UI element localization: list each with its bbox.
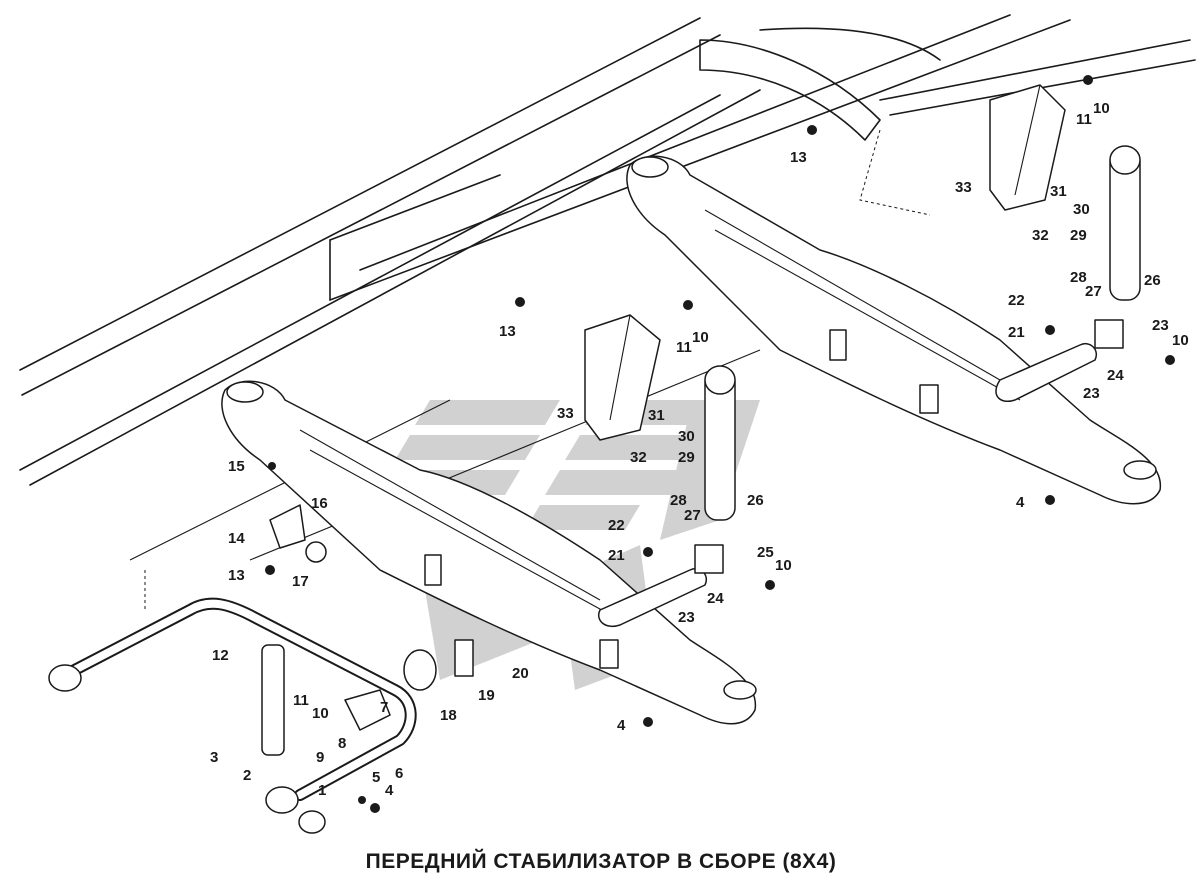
callout-33: 33 xyxy=(955,179,972,196)
callout-32: 32 xyxy=(1032,227,1049,244)
callout-4: 4 xyxy=(385,782,394,799)
callout-14: 14 xyxy=(228,530,245,547)
callout-22: 22 xyxy=(1008,292,1025,309)
callout-11: 11 xyxy=(1076,111,1092,128)
callout-4: 4 xyxy=(1016,494,1025,511)
callout-24: 24 xyxy=(707,590,724,607)
callout-1: 1 xyxy=(318,782,326,799)
callout-27: 27 xyxy=(684,507,701,524)
callout-11: 11 xyxy=(676,339,692,356)
callout-23: 23 xyxy=(1152,317,1169,334)
callout-24: 24 xyxy=(1107,367,1124,384)
callouts: 1 2 3 4 4 4 5 6 7 8 9 10 10 10 10 10 11 … xyxy=(210,100,1189,799)
link-arm-1 xyxy=(598,544,724,627)
front-axle-2 xyxy=(626,155,1161,505)
front-axle-1 xyxy=(221,380,757,725)
callout-10: 10 xyxy=(312,705,329,722)
callout-26: 26 xyxy=(1144,272,1161,289)
callout-5: 5 xyxy=(372,769,380,786)
callout-8: 8 xyxy=(338,735,346,752)
callout-31: 31 xyxy=(648,407,665,424)
callout-21: 21 xyxy=(608,547,625,564)
bracket-assembly-2 xyxy=(989,84,1141,301)
callout-26: 26 xyxy=(747,492,764,509)
callout-30: 30 xyxy=(678,428,695,445)
callout-11: 11 xyxy=(293,692,309,709)
callout-9: 9 xyxy=(316,749,324,766)
callout-12: 12 xyxy=(212,647,229,664)
callout-7: 7 xyxy=(380,699,388,716)
callout-22: 22 xyxy=(608,517,625,534)
callout-13: 13 xyxy=(790,149,807,166)
frame-rails xyxy=(19,14,1196,610)
stabilizer-bar xyxy=(48,504,474,834)
callout-29: 29 xyxy=(1070,227,1087,244)
callout-15: 15 xyxy=(228,458,245,475)
callout-23: 23 xyxy=(1083,385,1100,402)
callout-18: 18 xyxy=(440,707,457,724)
callout-33: 33 xyxy=(557,405,574,422)
callout-6: 6 xyxy=(395,765,403,782)
callout-31: 31 xyxy=(1050,183,1067,200)
callout-19: 19 xyxy=(478,687,495,704)
callout-10: 10 xyxy=(1093,100,1110,117)
callout-4: 4 xyxy=(617,717,626,734)
callout-10: 10 xyxy=(775,557,792,574)
callout-10: 10 xyxy=(692,329,709,346)
callout-13: 13 xyxy=(228,567,245,584)
callout-29: 29 xyxy=(678,449,695,466)
callout-32: 32 xyxy=(630,449,647,466)
callout-28: 28 xyxy=(1070,269,1087,286)
callout-23: 23 xyxy=(678,609,695,626)
callout-13: 13 xyxy=(499,323,516,340)
callout-2: 2 xyxy=(243,767,251,784)
callout-21: 21 xyxy=(1008,324,1025,341)
callout-17: 17 xyxy=(292,573,309,590)
callout-10: 10 xyxy=(1172,332,1189,349)
diagram-caption: ПЕРЕДНИЙ СТАБИЛИЗАТОР В СБОРЕ (8Х4) xyxy=(365,850,837,873)
fasteners xyxy=(265,75,1175,813)
callout-25: 25 xyxy=(757,544,774,561)
callout-27: 27 xyxy=(1085,283,1102,300)
callout-20: 20 xyxy=(512,665,529,682)
bracket-assembly-1 xyxy=(584,314,736,521)
callout-16: 16 xyxy=(311,495,328,512)
callout-28: 28 xyxy=(670,492,687,509)
link-arm-2 xyxy=(995,319,1124,402)
callout-30: 30 xyxy=(1073,201,1090,218)
callout-3: 3 xyxy=(210,749,218,766)
